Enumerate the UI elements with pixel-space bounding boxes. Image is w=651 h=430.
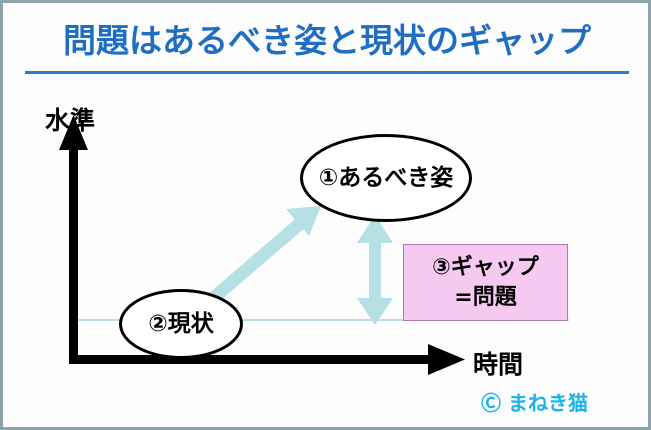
y-axis xyxy=(59,115,88,361)
diagram-vector-layer xyxy=(59,115,569,375)
gap-double-arrow xyxy=(357,215,393,325)
node-current-state: ②現状 xyxy=(119,289,243,359)
node-ideal-state: ①あるべき姿 xyxy=(300,134,472,222)
footer-credit: Ⓒ まねき猫 xyxy=(481,391,588,415)
gap-callout-line1: ③ギャップ xyxy=(432,254,539,280)
y-axis-label: 水準 xyxy=(45,106,96,135)
page-title: 問題はあるべき姿と現状のギャップ xyxy=(63,21,591,60)
title-underline xyxy=(25,71,629,74)
gap-callout-box: ③ギャップ =問題 xyxy=(403,244,568,321)
node-current-state-label: ②現状 xyxy=(148,311,214,337)
x-axis-label: 時間 xyxy=(473,350,524,379)
growth-arrow xyxy=(204,206,321,307)
gap-callout-line2: =問題 xyxy=(454,284,517,310)
x-axis xyxy=(69,344,465,375)
node-ideal-state-label: ①あるべき姿 xyxy=(318,165,454,191)
